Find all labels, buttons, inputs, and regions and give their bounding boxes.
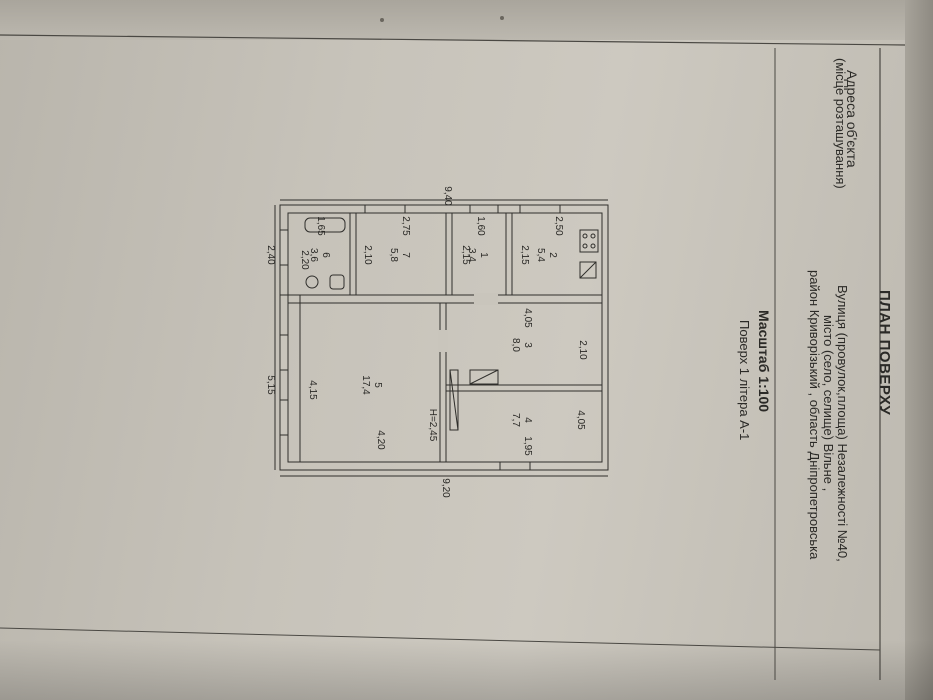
room-number: 6 <box>320 252 331 258</box>
room-dimension: 1,95 <box>522 436 533 456</box>
dim-overall-bottom: 9,20 <box>440 478 451 498</box>
room-dimension: 2,15 <box>519 245 530 265</box>
dim-left-lower: 5,15 <box>265 375 276 395</box>
dim-overall-top: 9,40 <box>442 186 453 206</box>
punch-hole <box>500 16 504 20</box>
room-number: 3 <box>522 342 533 348</box>
room-number: 4 <box>522 417 533 423</box>
room-number: 5 <box>372 382 383 388</box>
room-dimension: 4,15 <box>307 380 318 400</box>
room-dimension: 1,65 <box>315 216 326 236</box>
room-dimension: 2,50 <box>553 216 564 236</box>
room-area: 3,4 <box>466 248 477 262</box>
punch-hole <box>380 18 384 22</box>
room-dimension: 4,05 <box>575 410 586 430</box>
room-number: 7 <box>400 252 411 258</box>
bottom-shadow <box>0 640 933 700</box>
room-dimension: 2,15 <box>460 245 471 265</box>
room-dimension: 4,20 <box>375 430 386 450</box>
room-area: 17,4 <box>360 375 371 395</box>
dim-left-upper: 2,40 <box>265 245 276 265</box>
room-dimension: 1,60 <box>475 216 486 236</box>
page-edge <box>905 0 933 700</box>
room-number: 2 <box>547 252 558 258</box>
room-area: 5,4 <box>535 248 546 262</box>
room-area: 8,0 <box>510 338 521 352</box>
page-top-shadow <box>0 0 933 40</box>
room-number: 1 <box>478 252 489 258</box>
room-dimension: 2,10 <box>362 245 373 265</box>
room-dimension: 2,75 <box>400 216 411 236</box>
room-area: 5,8 <box>388 248 399 262</box>
room-area: 7,7 <box>510 413 521 427</box>
ceiling-height: Н=2,45 <box>427 409 438 442</box>
room-dimension: 2,20 <box>299 250 310 270</box>
room-area: 3,6 <box>308 248 319 262</box>
room-dimension: 2,10 <box>577 340 588 360</box>
room-dimension: 4,05 <box>522 308 533 328</box>
